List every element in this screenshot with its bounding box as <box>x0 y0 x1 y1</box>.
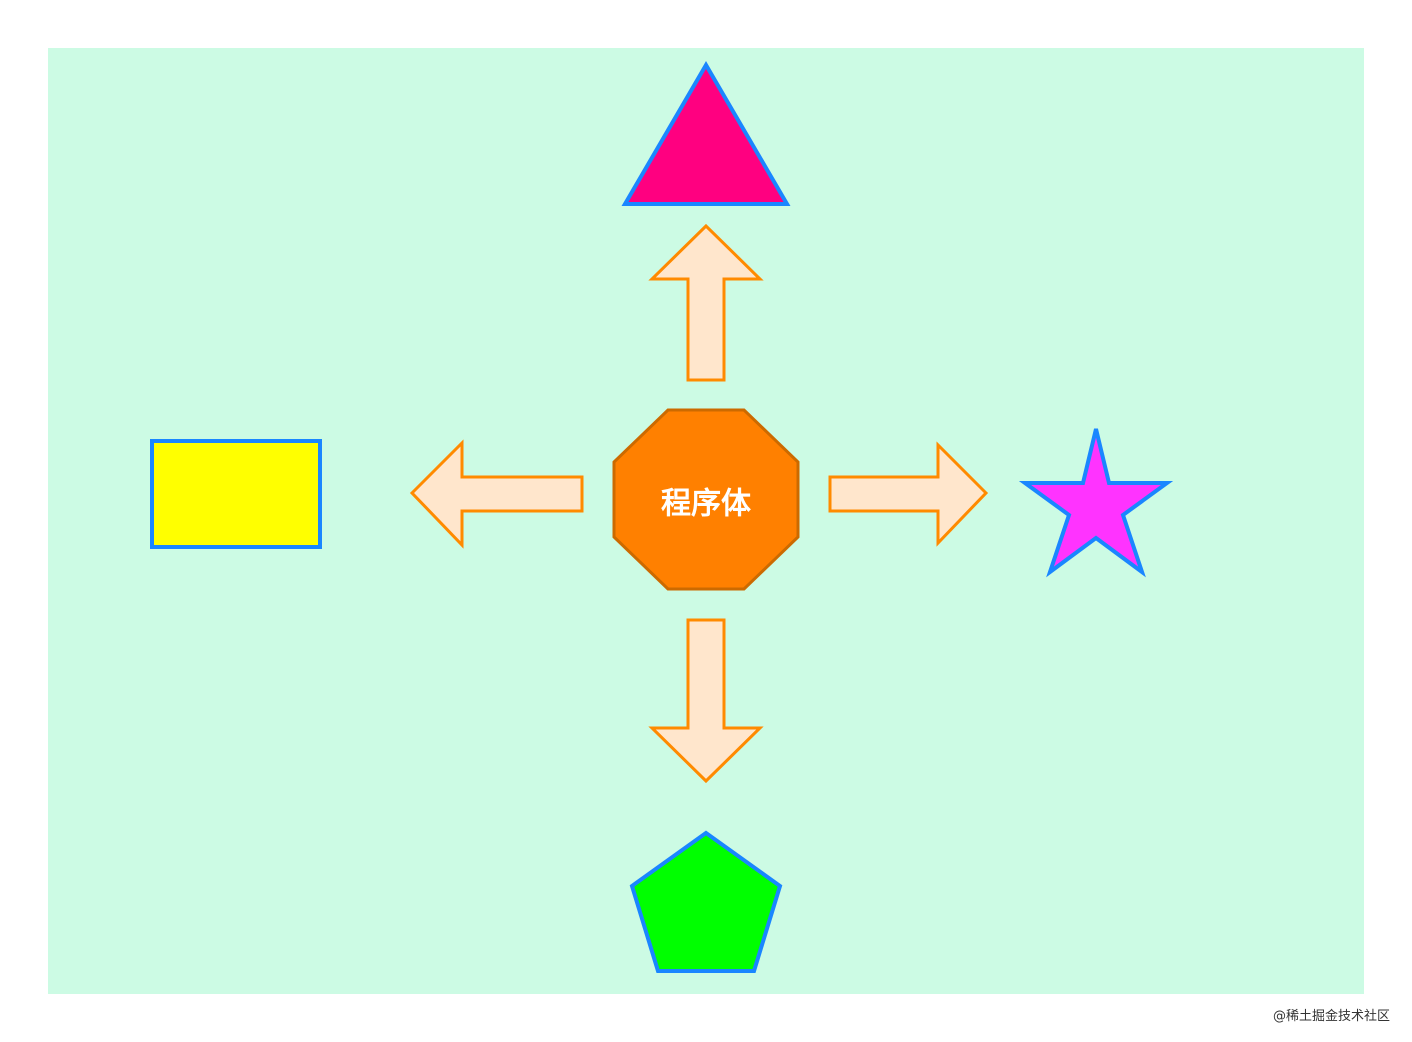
arrow-right <box>828 441 989 547</box>
arrow-up <box>648 223 764 382</box>
rectangle-shape <box>150 439 322 549</box>
watermark-text: @稀土掘金技术社区 <box>1273 1008 1390 1024</box>
center-octagon <box>612 408 800 591</box>
pentagon-shape <box>629 830 783 973</box>
star-shape <box>1018 428 1174 578</box>
center-label: 程序体 <box>661 487 752 522</box>
arrow-left <box>409 439 584 549</box>
arrow-down <box>648 618 764 784</box>
triangle-shape <box>621 61 791 206</box>
